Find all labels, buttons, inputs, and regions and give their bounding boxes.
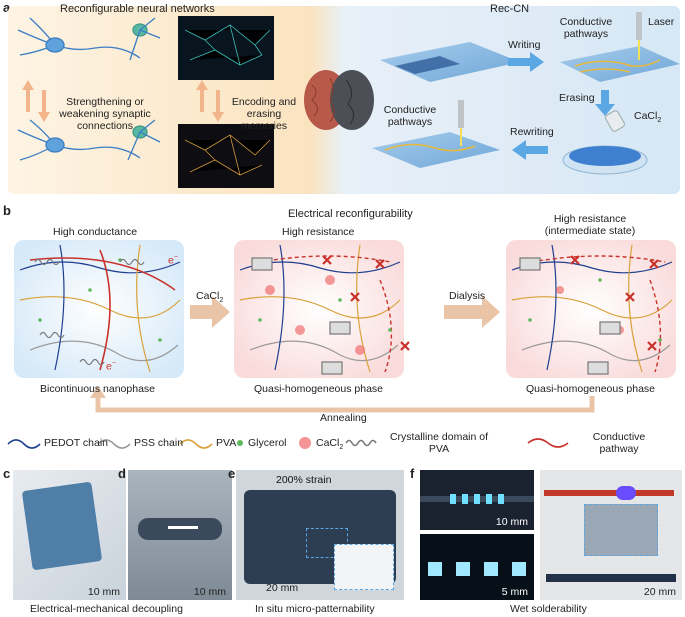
photo-f-top: 10 mm <box>420 470 534 530</box>
cacl2-arrow-label: CaCl2 <box>196 290 224 305</box>
legend-crystalline: Crystalline domain of PVA <box>389 431 489 455</box>
state3-top-label: High resistance(intermediate state) <box>544 213 636 237</box>
blocked-x-marks <box>322 255 659 351</box>
panel-a-graphics <box>8 6 680 194</box>
conductive-pathways-label-1: Conductive pathways <box>559 16 613 40</box>
left-title: Reconfigurable neural networks <box>60 3 215 15</box>
neural-network-image-bottom <box>178 124 274 188</box>
scale-d: 10 mm <box>193 586 226 598</box>
solder-inset <box>584 504 658 556</box>
e-caption: In situ micro-patternability <box>255 603 375 615</box>
scale-e: 20 mm <box>266 582 299 594</box>
photo-d: 10 mm <box>128 470 232 600</box>
rec-cn-sheet-2 <box>560 12 680 82</box>
legend-cacl2: CaCl2 <box>316 437 344 452</box>
memory-arrows-icon <box>196 80 224 122</box>
cd-caption: Electrical-mechanical decoupling <box>30 603 183 615</box>
state2-top-label: High resistance <box>282 226 355 238</box>
scale-g: 20 mm <box>643 586 676 598</box>
rewriting-label: Rewriting <box>510 126 554 138</box>
annealing-label: Annealing <box>320 412 367 424</box>
state1-bottom-label: Bicontinuous nanophase <box>40 383 156 395</box>
dialysis-arrow-label: Dialysis <box>449 290 486 302</box>
neural-network-image-top <box>178 16 274 80</box>
panel-d-letter: d <box>118 466 126 481</box>
wire-film <box>546 574 676 582</box>
photo-e: 200% strain 20 mm <box>236 470 404 600</box>
scale-c: 10 mm <box>87 586 120 598</box>
state-box-conductive <box>14 240 184 378</box>
state-box-resistive-1 <box>234 240 404 378</box>
scale-f2: 5 mm <box>501 586 528 598</box>
state3-bottom-label: Quasi-homogeneous phase <box>526 383 656 395</box>
right-title: Rec-CN <box>490 3 530 15</box>
cacl2-transition-arrow <box>190 296 230 328</box>
erasing-label: Erasing <box>559 92 595 104</box>
process-arrows <box>508 52 615 160</box>
photo-g: 20 mm <box>540 470 682 600</box>
panel-b-letter: b <box>3 203 11 218</box>
legend-symbols <box>7 437 569 449</box>
state1-top-label: High conductance <box>53 226 138 238</box>
panel-a-letter: a <box>3 0 11 15</box>
legend-pathway: Conductive pathway <box>592 431 646 455</box>
panel-b-title: Electrical reconfigurability <box>288 208 413 220</box>
led-strip-top <box>450 494 510 504</box>
memory-label: Encoding and erasing memories <box>231 96 297 132</box>
panel-b-graphics <box>7 240 676 449</box>
state2-bottom-label: Quasi-homogeneous phase <box>254 383 384 395</box>
crystalline-domains <box>34 257 621 375</box>
neuron-bottom-icon <box>17 119 161 161</box>
electron-label-1: e− <box>168 254 178 267</box>
petri-dish-icon <box>562 110 648 175</box>
pattern-inset <box>334 544 394 590</box>
brain-icon <box>304 70 374 130</box>
cacl2-label-a: CaCl2 <box>634 110 662 125</box>
rec-cn-sheet-1 <box>380 42 520 82</box>
legend-pedot: PEDOT chain <box>44 437 108 449</box>
photo-c: 10 mm <box>13 470 126 600</box>
legend-pss: PSS chain <box>134 437 184 449</box>
led-light <box>616 486 636 500</box>
fg-caption: Wet solderability <box>510 603 587 615</box>
rec-cn-sheet-3 <box>372 100 500 168</box>
neuron-top-icon <box>17 17 161 61</box>
hydrogel-film <box>21 481 103 571</box>
stretched-film <box>138 518 222 540</box>
panel-f-letter: f <box>410 466 415 481</box>
laser-label: Laser <box>648 16 675 28</box>
scale-f1: 10 mm <box>495 516 528 528</box>
led-strip-bottom <box>428 562 526 576</box>
dialysis-transition-arrow <box>444 296 500 328</box>
panel-e-letter: e <box>228 466 236 481</box>
legend-glycerol: Glycerol <box>248 437 287 449</box>
electron-label-2: e− <box>106 360 116 373</box>
synaptic-arrows-icon <box>22 80 50 122</box>
legend-pva: PVA <box>216 437 237 449</box>
panel-c-letter: c <box>3 466 11 481</box>
conductive-pathways-label-2: Conductive pathways <box>383 104 437 128</box>
synaptic-label: Strengthening or weakening synaptic conn… <box>59 96 151 132</box>
strain-label: 200% strain <box>276 474 332 486</box>
writing-label: Writing <box>508 39 541 51</box>
annealing-loop-arrow <box>95 396 595 413</box>
state-box-resistive-2 <box>506 240 676 378</box>
photo-f-bottom: 5 mm <box>420 534 534 600</box>
polymer-chains-1 <box>19 244 181 373</box>
